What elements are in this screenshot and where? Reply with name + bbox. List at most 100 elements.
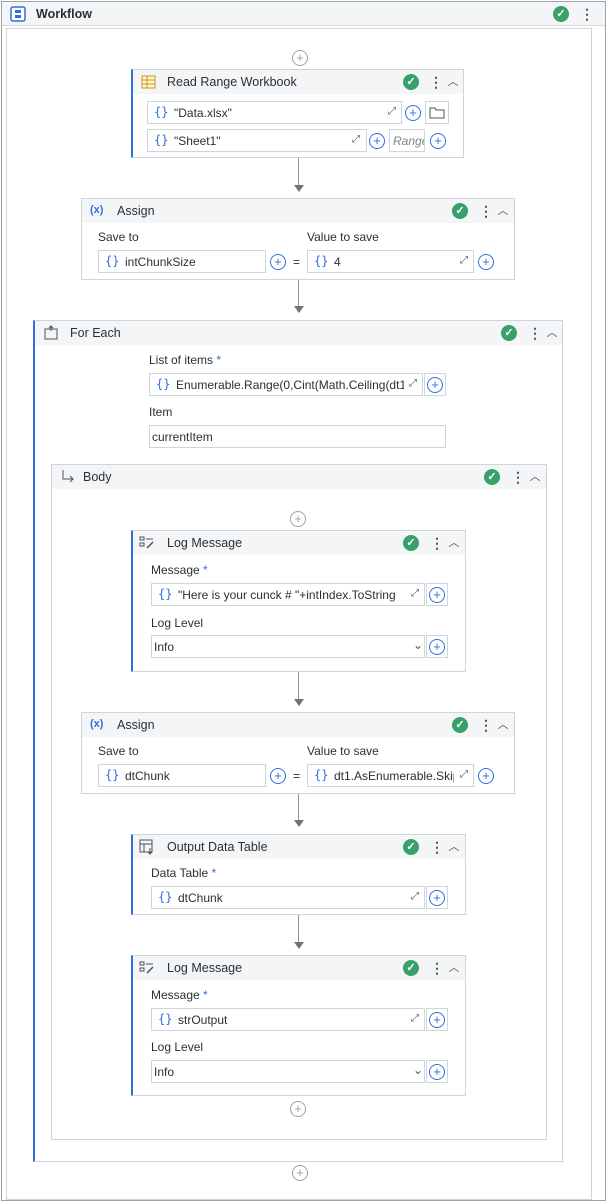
log-message-icon (139, 536, 154, 549)
workbook-path-field[interactable]: {} "Data.xlsx" ⤢ (147, 101, 402, 124)
expand-editor-icon[interactable]: ⤢ (411, 1013, 419, 1024)
add-activity-top-icon[interactable]: + (292, 50, 308, 66)
add-activity-body-bottom-icon[interactable]: + (290, 1101, 306, 1117)
data-table-label: Data Table * (151, 866, 217, 880)
assign-1-value-field[interactable]: {} 4 ⤢ (307, 250, 474, 273)
body-container: Body ✓ ⋮ ︿ + Log Message (51, 464, 547, 1140)
list-of-items-value: Enumerable.Range(0,Cint(Math.Ceiling(dt1 (176, 378, 404, 392)
log-1-collapse-icon[interactable]: ︿ (448, 537, 460, 549)
assign-2-save-to-field[interactable]: {} dtChunk (98, 764, 266, 787)
log-level-label: Log Level (151, 1040, 204, 1054)
log-2-message-plus-box[interactable]: + (426, 1008, 448, 1031)
assign-1-more-icon[interactable]: ⋮ (479, 203, 493, 219)
equals-sign: = (293, 769, 301, 783)
add-activity-bottom-icon[interactable]: + (292, 1165, 308, 1181)
expression-icon: {} (314, 768, 329, 782)
assign-2-value-field[interactable]: {} dt1.AsEnumerable.Skip ⤢ (307, 764, 474, 787)
dropdown-chevron-icon[interactable]: ⌄ (413, 638, 424, 652)
list-of-items-field[interactable]: {} Enumerable.Range(0,Cint(Math.Ceiling(… (149, 373, 423, 396)
assign-1-collapse-icon[interactable]: ︿ (497, 205, 509, 217)
body-arrow-icon (62, 470, 74, 483)
browse-file-button[interactable] (425, 101, 449, 124)
list-of-items-plus-box[interactable]: + (424, 373, 446, 396)
sheet-name-plus-icon[interactable]: + (369, 133, 385, 149)
log-1-level-select[interactable]: Info ⌄ (151, 635, 425, 658)
item-name-value: currentItem (152, 430, 213, 444)
for-each-header: For Each ✓ ⋮ ︿ (35, 321, 562, 345)
log-2-message-field[interactable]: {} strOutput ⤢ (151, 1008, 425, 1031)
expand-editor-icon[interactable]: ⤢ (388, 106, 396, 117)
log-2-message-plus-icon[interactable]: + (429, 1012, 445, 1028)
assign-activity-1[interactable]: (x) Assign ✓ ⋮ ︿ Save to Value to save {… (81, 198, 515, 280)
log-2-more-icon[interactable]: ⋮ (430, 960, 444, 976)
expand-editor-icon[interactable]: ⤢ (411, 891, 419, 902)
workbook-path-plus-icon[interactable]: + (405, 105, 421, 121)
assign-2-collapse-icon[interactable]: ︿ (497, 719, 509, 731)
folder-icon (429, 107, 445, 119)
expand-editor-icon[interactable]: ⤢ (411, 588, 419, 599)
log-message-activity-1[interactable]: Log Message ✓ ⋮ ︿ Message * {} "Here is … (131, 530, 466, 672)
add-activity-body-icon[interactable]: + (290, 511, 306, 527)
read-range-more-icon[interactable]: ⋮ (429, 74, 443, 90)
dropdown-chevron-icon[interactable]: ⌄ (413, 1063, 424, 1077)
connector-arrow (294, 306, 304, 313)
range-plus-icon[interactable]: + (430, 133, 446, 149)
log-1-message-field[interactable]: {} "Here is your cunck # "+intIndex.ToSt… (151, 583, 425, 606)
item-label: Item (149, 405, 173, 419)
log-1-more-icon[interactable]: ⋮ (430, 535, 444, 551)
workflow-more-icon[interactable]: ⋮ (580, 6, 594, 22)
log-1-level-plus-icon[interactable]: + (429, 639, 445, 655)
log-1-message-plus-box[interactable]: + (426, 583, 448, 606)
for-each-collapse-icon[interactable]: ︿ (546, 327, 558, 339)
assign-2-more-icon[interactable]: ⋮ (479, 717, 493, 733)
range-field[interactable]: Range (389, 129, 425, 152)
log-2-level-plus-icon[interactable]: + (429, 1064, 445, 1080)
body-header: Body ✓ ⋮ ︿ (52, 465, 546, 489)
read-range-workbook-activity[interactable]: Read Range Workbook ✓ ⋮ ︿ {} "Data.xlsx"… (131, 69, 464, 158)
message-label: Message * (151, 563, 208, 577)
assign-1-value-plus-icon[interactable]: + (478, 254, 494, 270)
output-dt-more-icon[interactable]: ⋮ (430, 839, 444, 855)
expression-icon: {} (158, 1012, 173, 1026)
assign-1-save-to-plus-icon[interactable]: + (270, 254, 286, 270)
assign-1-save-to-field[interactable]: {} intChunkSize (98, 250, 266, 273)
body-more-icon[interactable]: ⋮ (511, 469, 525, 485)
data-table-plus-box[interactable]: + (426, 886, 448, 909)
assign-activity-2[interactable]: (x) Assign ✓ ⋮ ︿ Save to Value to save {… (81, 712, 515, 794)
connector-line (298, 672, 299, 699)
log-2-level-plus-box[interactable]: + (426, 1060, 448, 1083)
data-table-plus-icon[interactable]: + (429, 890, 445, 906)
output-data-table-activity[interactable]: Output Data Table ✓ ⋮ ︿ Data Table * {} … (131, 834, 466, 915)
assign-icon: (x) (90, 718, 104, 730)
assign-2-value-plus-icon[interactable]: + (478, 768, 494, 784)
log-1-message-plus-icon[interactable]: + (429, 587, 445, 603)
body-collapse-icon[interactable]: ︿ (529, 471, 541, 483)
for-each-activity[interactable]: For Each ✓ ⋮ ︿ List of items * {} Enumer… (33, 320, 563, 1162)
item-name-field[interactable]: currentItem (149, 425, 446, 448)
list-of-items-plus-icon[interactable]: + (427, 377, 443, 393)
data-table-field[interactable]: {} dtChunk ⤢ (151, 886, 425, 909)
log-2-collapse-icon[interactable]: ︿ (448, 962, 460, 974)
expression-icon: {} (154, 105, 169, 119)
save-to-label: Save to (98, 744, 139, 758)
expand-editor-icon[interactable]: ⤢ (352, 134, 360, 145)
expand-editor-icon[interactable]: ⤢ (460, 769, 468, 780)
body-title: Body (83, 470, 112, 484)
expand-editor-icon[interactable]: ⤢ (409, 378, 417, 389)
excel-read-icon (141, 75, 156, 89)
for-each-more-icon[interactable]: ⋮ (528, 325, 542, 341)
output-dt-valid-icon: ✓ (403, 839, 419, 855)
log-1-header: Log Message ✓ ⋮ ︿ (133, 531, 465, 555)
log-message-activity-2[interactable]: Log Message ✓ ⋮ ︿ Message * {} strOutput… (131, 955, 466, 1096)
log-1-message-value: "Here is your cunck # "+intIndex.ToStrin… (178, 588, 396, 602)
sheet-name-field[interactable]: {} "Sheet1" ⤢ (147, 129, 367, 152)
assign-2-save-to-plus-icon[interactable]: + (270, 768, 286, 784)
expression-icon: {} (158, 587, 173, 601)
output-dt-collapse-icon[interactable]: ︿ (448, 841, 460, 853)
log-1-level-plus-box[interactable]: + (426, 635, 448, 658)
log-2-level-select[interactable]: Info ⌄ (151, 1060, 425, 1083)
expand-editor-icon[interactable]: ⤢ (460, 255, 468, 266)
read-range-collapse-icon[interactable]: ︿ (447, 76, 459, 88)
assign-icon: (x) (90, 204, 104, 216)
